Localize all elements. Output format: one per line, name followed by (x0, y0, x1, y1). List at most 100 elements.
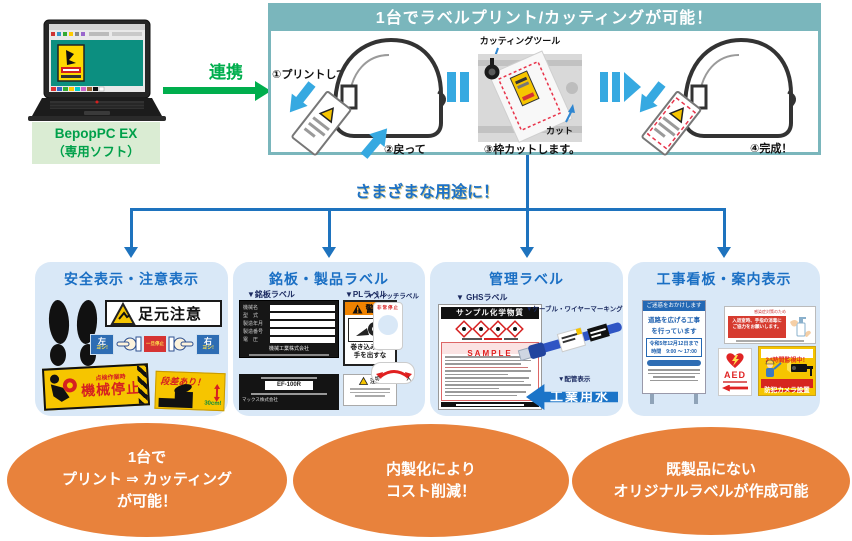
category-signboard: 工事看板・案内表示 ご迷惑をおかけします 道路を広げる工事 を行っています 令和… (628, 262, 820, 416)
sign-date: 令和5年12月12日まで (649, 341, 699, 347)
camera-illustration (765, 359, 813, 377)
hazard-stripes (136, 365, 148, 404)
sublabel-ghs: ▼ GHSラベル (456, 293, 508, 302)
hand-right-icon (168, 336, 194, 352)
sublabel-pl: ▼PLラベル (345, 290, 388, 299)
drop-arrow-4 (717, 247, 731, 258)
pl-warning-line2: 手を出すな (353, 352, 387, 360)
trackpoint-dot (95, 100, 99, 104)
np-row-label: 型 式 (243, 313, 259, 319)
cutting-tool-icon (484, 58, 500, 80)
drop-arrow-2 (322, 247, 336, 258)
step-shape-icon (158, 384, 193, 409)
warning-triangle-icon (110, 301, 136, 325)
sanitizer-line1: 入退室時、手指の消毒に (732, 318, 782, 323)
left-yoshi: ヨシ! (96, 344, 108, 351)
aed-sign: AED (718, 348, 752, 396)
link-arrow-head (255, 81, 271, 101)
right-tag: 右 ヨシ! (196, 333, 220, 355)
left-char: 左 (98, 336, 106, 346)
sublabel-pipe: ▼配管表示 (558, 376, 591, 383)
sublabel-switch: ▼スイッチラベル (367, 293, 419, 300)
hand-sanitizer-icon (790, 317, 811, 337)
category-nameplate-title: 銘板・製品ラベル (269, 271, 389, 287)
sign-line2: を行っています (651, 328, 697, 335)
machine-stop-sign: 点検作業時 機械停止 (41, 363, 151, 411)
cable-marking-illustration (517, 322, 622, 362)
printer-icon-done (631, 38, 797, 157)
sublabel-nameplate: ▼銘板ラベル (247, 290, 295, 299)
pause-connector-icon (447, 72, 473, 107)
fast-forward-connector-icon (600, 72, 641, 102)
aed-text: AED (723, 370, 746, 380)
ghs-pictograms-icon (455, 320, 524, 338)
link-label: 連携 (209, 63, 243, 82)
software-sub: （専用ソフト） (52, 145, 140, 159)
switch-arc-label: 切 入 (371, 362, 415, 384)
height-arrow-icon (213, 383, 221, 402)
benefit-ellipse-1: 1台で プリント ⇒ カッティング が可能！ (7, 423, 287, 537)
software-name: BepopPC EX (54, 126, 138, 141)
benefit2-line1: 内製化により (386, 460, 476, 478)
watch-your-step-sign: 足元注意 (105, 300, 222, 327)
toolbar-icons (51, 32, 142, 36)
switch-on-text: 入 (406, 376, 412, 381)
warning-triangle-icon (352, 304, 363, 313)
sign-leg (650, 392, 654, 404)
aed-heart-icon (726, 353, 744, 368)
sample-text: SAMPLE (467, 349, 513, 358)
camera-band-text: 防犯カメラ設置 (764, 387, 810, 394)
category-safety: 安全表示・注意表示 足元注意 左 ヨシ! 一旦停止 (35, 262, 228, 416)
drop-line-3 (525, 208, 529, 248)
branch-vertical-line (526, 155, 529, 209)
caught-worker-icon (50, 374, 77, 402)
category-management: 管理ラベル ▼ GHSラベル サンプル化学物質 SAMPLE (430, 262, 623, 416)
stop-tag-text: 一旦停止 (146, 341, 164, 346)
branch-label: さまざまな用途に！ (354, 184, 499, 201)
emergency-stop-text: 非常停止 (377, 305, 399, 310)
step4-label: ④完成！ (750, 143, 793, 155)
warning-triangle-icon (358, 376, 369, 385)
software-name-box: BepopPC EX （専用ソフト） (32, 122, 160, 164)
security-camera-sign: 24時間監視中！ 防犯カメラ設置 (758, 346, 816, 396)
right-char: 右 (204, 336, 212, 346)
model-number: EF-100R (265, 381, 313, 390)
step-height-text: 30cm! (204, 400, 222, 408)
ghs-detail-box: SAMPLE (441, 342, 539, 401)
switch-off-text: 切 (375, 376, 380, 381)
link-arrow-line (163, 87, 255, 94)
drop-arrow-1 (124, 247, 138, 258)
sign-time: 時間 9:00 ～ 17:00 (651, 349, 697, 355)
category-management-title: 管理ラベル (489, 271, 564, 287)
pipe-marking-arrow: 工業用水 (526, 384, 618, 410)
category-safety-title: 安全表示・注意表示 (64, 271, 199, 287)
label-artwork (57, 44, 85, 82)
category-nameplate: 銘板・製品ラベル ▼銘板ラベル 機械名 型 式 製造年月 製造番号 電 圧 機械… (233, 262, 425, 416)
sanitizer-sign: 感染症対策のため 入退室時、手指の消毒に ご協力をお願いします。 (724, 306, 816, 344)
watch-your-step-text: 足元注意 (138, 306, 203, 323)
pl-warning-line1: 巻き込み注意 (350, 344, 390, 351)
cutter-bed-illustration (478, 50, 582, 143)
category-signboard-title: 工事看板・案内表示 (656, 271, 792, 287)
pointing-check-sign: 左 ヨシ! 一旦停止 右 ヨシ! (85, 332, 225, 356)
camera-top-text: 24時間監視中！ (765, 358, 809, 364)
benefit2-line2: コスト削減！ (385, 482, 476, 500)
switch-hole (378, 315, 398, 335)
cut-label: カット (546, 126, 574, 136)
np-row-label: 製造年月 (243, 321, 264, 327)
sign-header: ご迷惑をおかけします (643, 301, 705, 311)
np-row-label: 電 圧 (243, 337, 259, 343)
rating-label: EF-100R マックス株式会社 (239, 374, 339, 410)
drop-line-2 (327, 208, 331, 248)
sign-banner (647, 360, 701, 366)
rotate-arrow-icon (376, 370, 412, 379)
np-company: 機械工業株式会社 (268, 346, 309, 352)
process-title: 1台でラベルプリント/カッティングが可能！ (271, 6, 818, 31)
branch-horizontal-line (130, 208, 726, 211)
sign-leg (694, 392, 698, 404)
cutting-tool-label: カッティングツール (479, 36, 561, 46)
nameplate-label: 機械名 型 式 製造年月 製造番号 電 圧 機械工業株式会社 (239, 300, 339, 358)
sign-line1: 道路を広げる工事 (648, 317, 700, 324)
construction-signboard: ご迷惑をおかけします 道路を広げる工事 を行っています 令和5年12月12日まで… (642, 300, 706, 394)
